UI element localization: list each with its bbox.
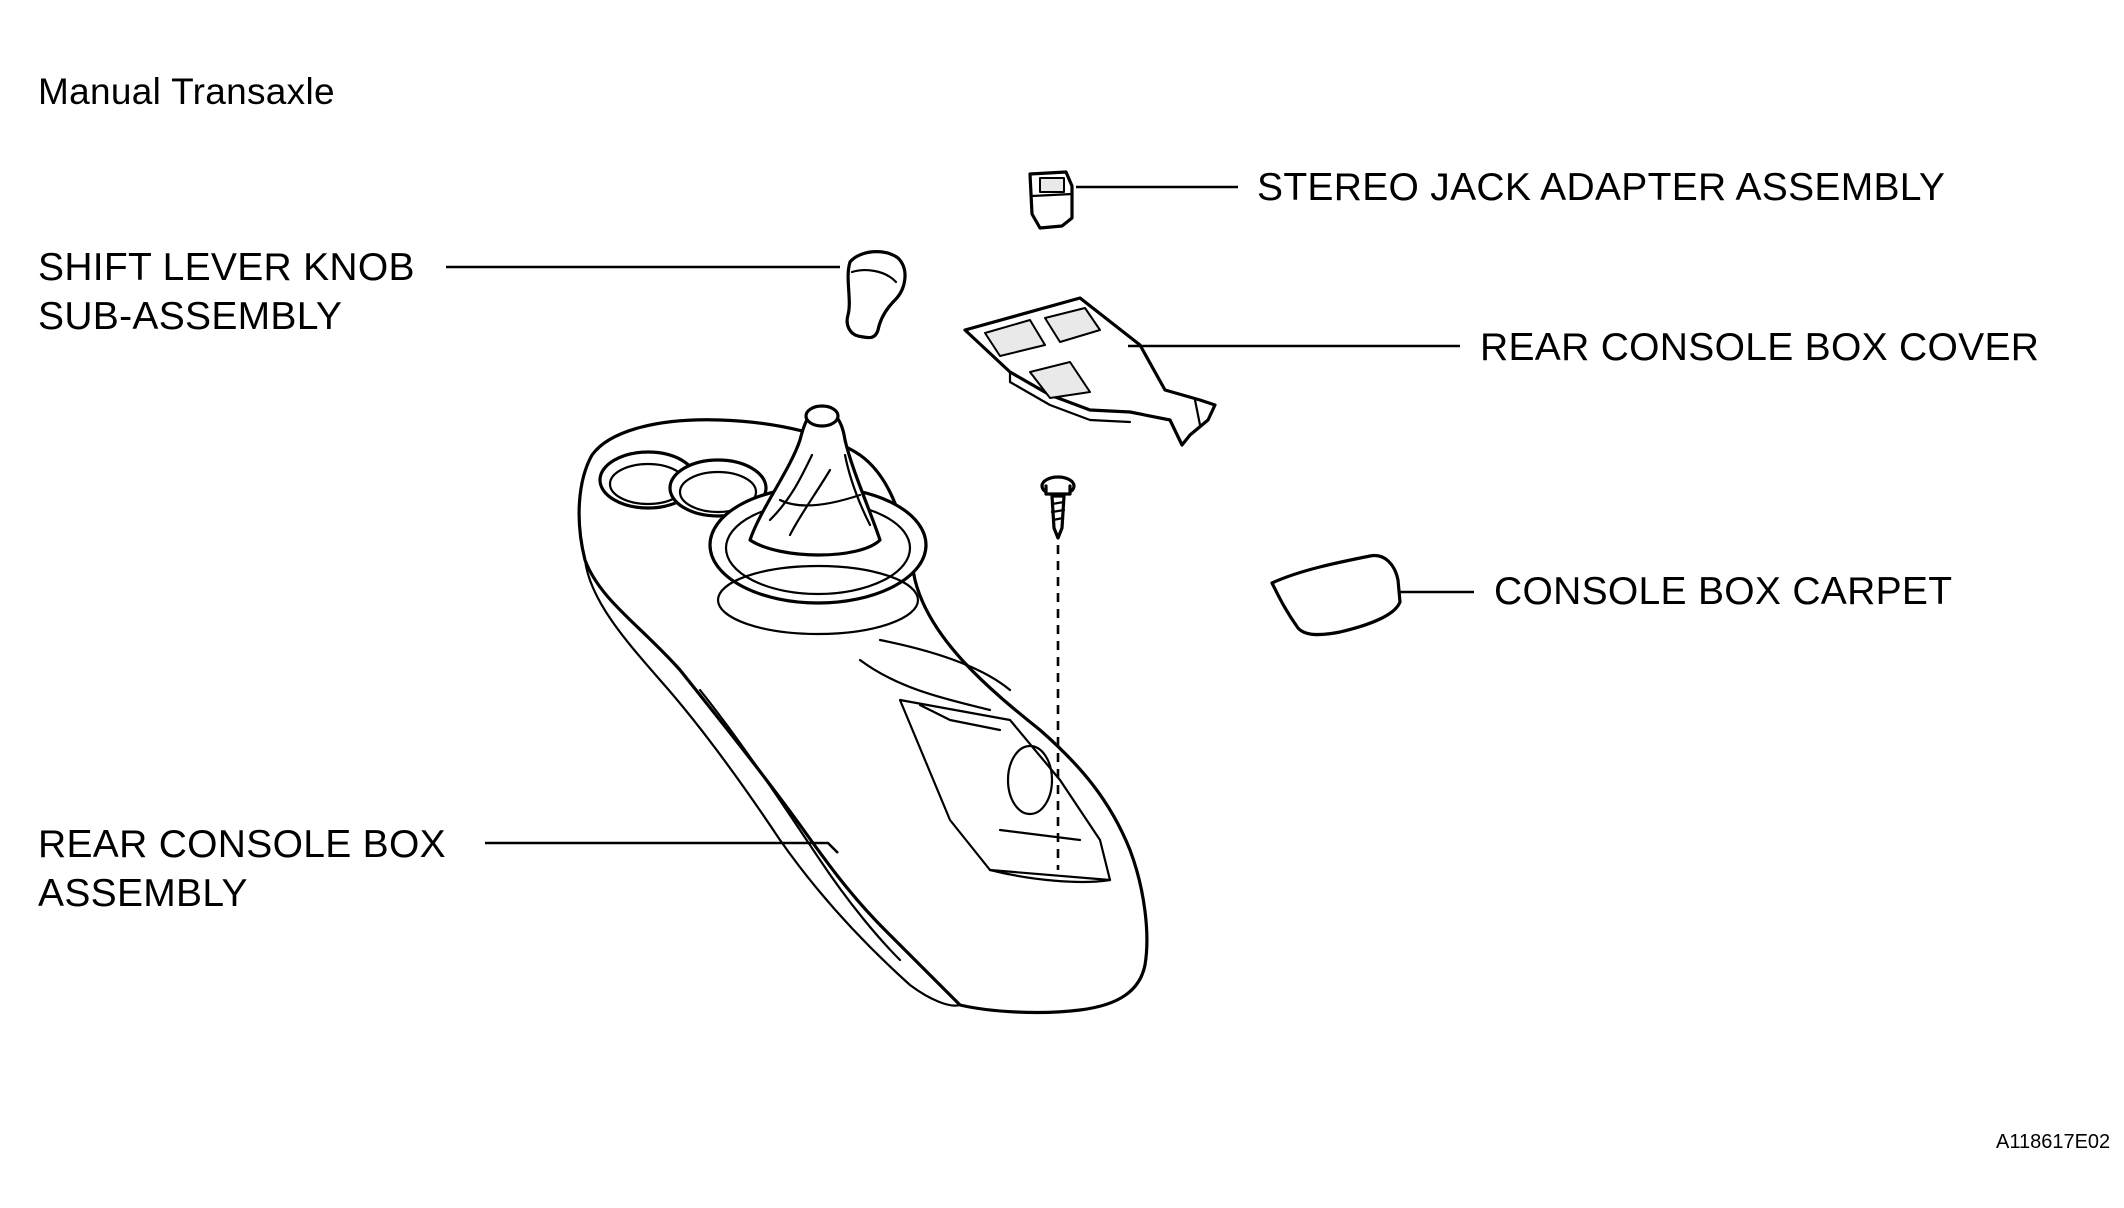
label-console-box-carpet: CONSOLE BOX CARPET [1494, 570, 1953, 613]
stereo-jack-adapter-drawing [1028, 170, 1074, 230]
label-stereo-jack-adapter-assembly: STEREO JACK ADAPTER ASSEMBLY [1257, 166, 1946, 209]
screw-drawing [1040, 475, 1076, 870]
label-shift-lever-knob-line1: SHIFT LEVER KNOB [38, 246, 415, 289]
rear-console-box-assembly-drawing [577, 404, 1149, 1015]
label-rear-console-box-assembly-line2: ASSEMBLY [38, 872, 248, 915]
drawing-code: A118617E02 [1996, 1131, 2111, 1153]
shift-lever-knob-drawing [845, 250, 907, 340]
leader-rear-box [485, 841, 839, 854]
label-rear-console-box-assembly-line1: REAR CONSOLE BOX [38, 823, 446, 866]
leader-lines [446, 185, 1474, 854]
rear-console-box-cover-drawing [963, 296, 1217, 447]
label-rear-console-box-cover: REAR CONSOLE BOX COVER [1480, 326, 2040, 369]
label-shift-lever-knob-line2: SUB-ASSEMBLY [38, 295, 343, 338]
diagram-title: Manual Transaxle [38, 71, 335, 112]
console-box-carpet-drawing [1270, 553, 1402, 637]
